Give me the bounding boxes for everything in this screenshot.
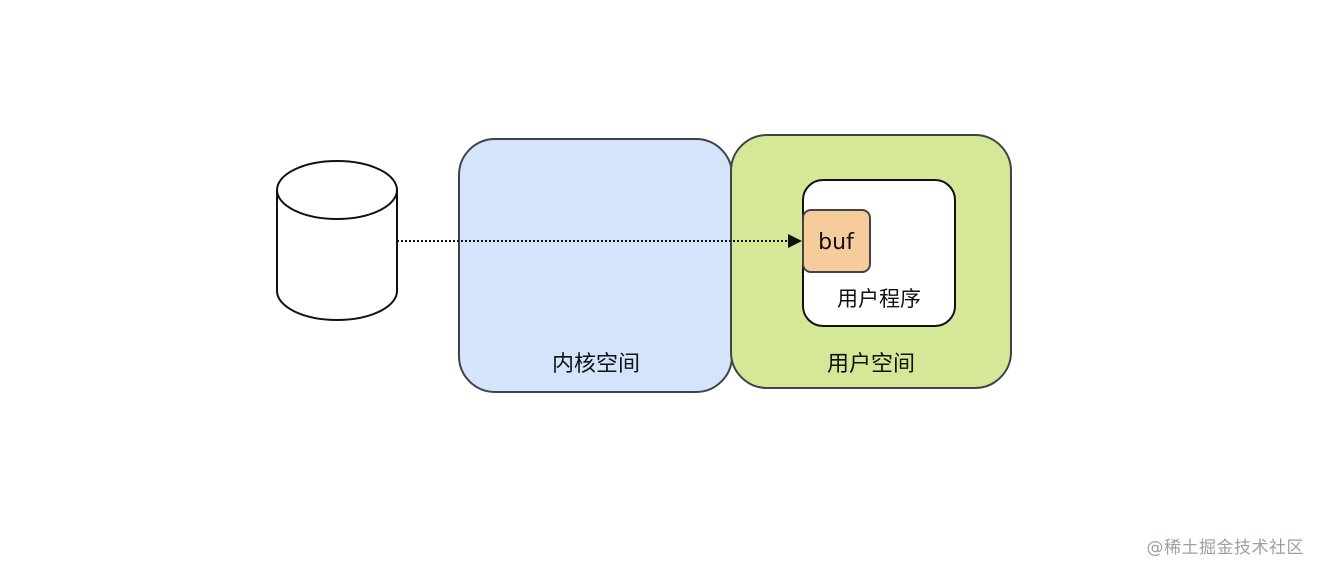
watermark-text: @稀土掘金技术社区 bbox=[1146, 538, 1304, 558]
disk-body bbox=[276, 190, 398, 321]
buffer-box bbox=[802, 209, 871, 273]
user-space-label: 用户空间 bbox=[827, 352, 915, 377]
disk-cylinder bbox=[276, 160, 398, 321]
buffer-label: buf bbox=[818, 230, 855, 255]
user-program-label: 用户程序 bbox=[837, 287, 921, 311]
kernel-space-label: 内核空间 bbox=[552, 352, 640, 377]
disk-top bbox=[276, 160, 398, 220]
buffer-region: buf bbox=[802, 209, 871, 273]
kernel-space-region: 内核空间 bbox=[458, 138, 733, 393]
